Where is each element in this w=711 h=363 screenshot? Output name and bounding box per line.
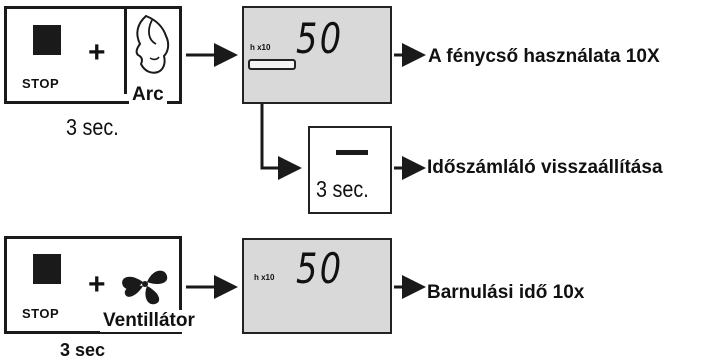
hold-time-label: 3 sec: [60, 340, 106, 360]
reset-display: 3 sec.: [308, 126, 392, 214]
hold-time-label: 3 sec.: [66, 114, 119, 140]
lcd-unit-label: h x10: [254, 273, 275, 282]
plus-sign: +: [88, 36, 106, 69]
lcd-unit-label: h x10: [250, 43, 271, 52]
stop-button-icon: [33, 254, 61, 284]
arc-button-label: Arc: [129, 84, 167, 106]
lcd-display: h x10 50: [242, 238, 392, 334]
panel-divider: [124, 6, 127, 94]
result-timer-reset: Időszámláló visszaállítása: [427, 157, 663, 178]
stop-button-icon: [33, 25, 61, 55]
dash-indicator: [336, 150, 368, 155]
result-tanning-time: Barnulási idő 10x: [427, 282, 585, 303]
lcd-value: 50: [296, 244, 344, 293]
lcd-display: h x10 50: [242, 6, 392, 104]
result-lamp-usage: A fénycső használata 10X: [428, 46, 660, 67]
fan-button-label: Ventillátor: [100, 310, 198, 332]
lcd-lamp-bar: [248, 59, 296, 70]
reset-hold-time: 3 sec.: [316, 176, 369, 202]
stop-label: STOP: [22, 306, 60, 321]
plus-sign: +: [88, 268, 106, 301]
stop-label: STOP: [22, 76, 60, 91]
arrow-display-to-reset: [260, 104, 302, 180]
lcd-value: 50: [296, 14, 344, 63]
